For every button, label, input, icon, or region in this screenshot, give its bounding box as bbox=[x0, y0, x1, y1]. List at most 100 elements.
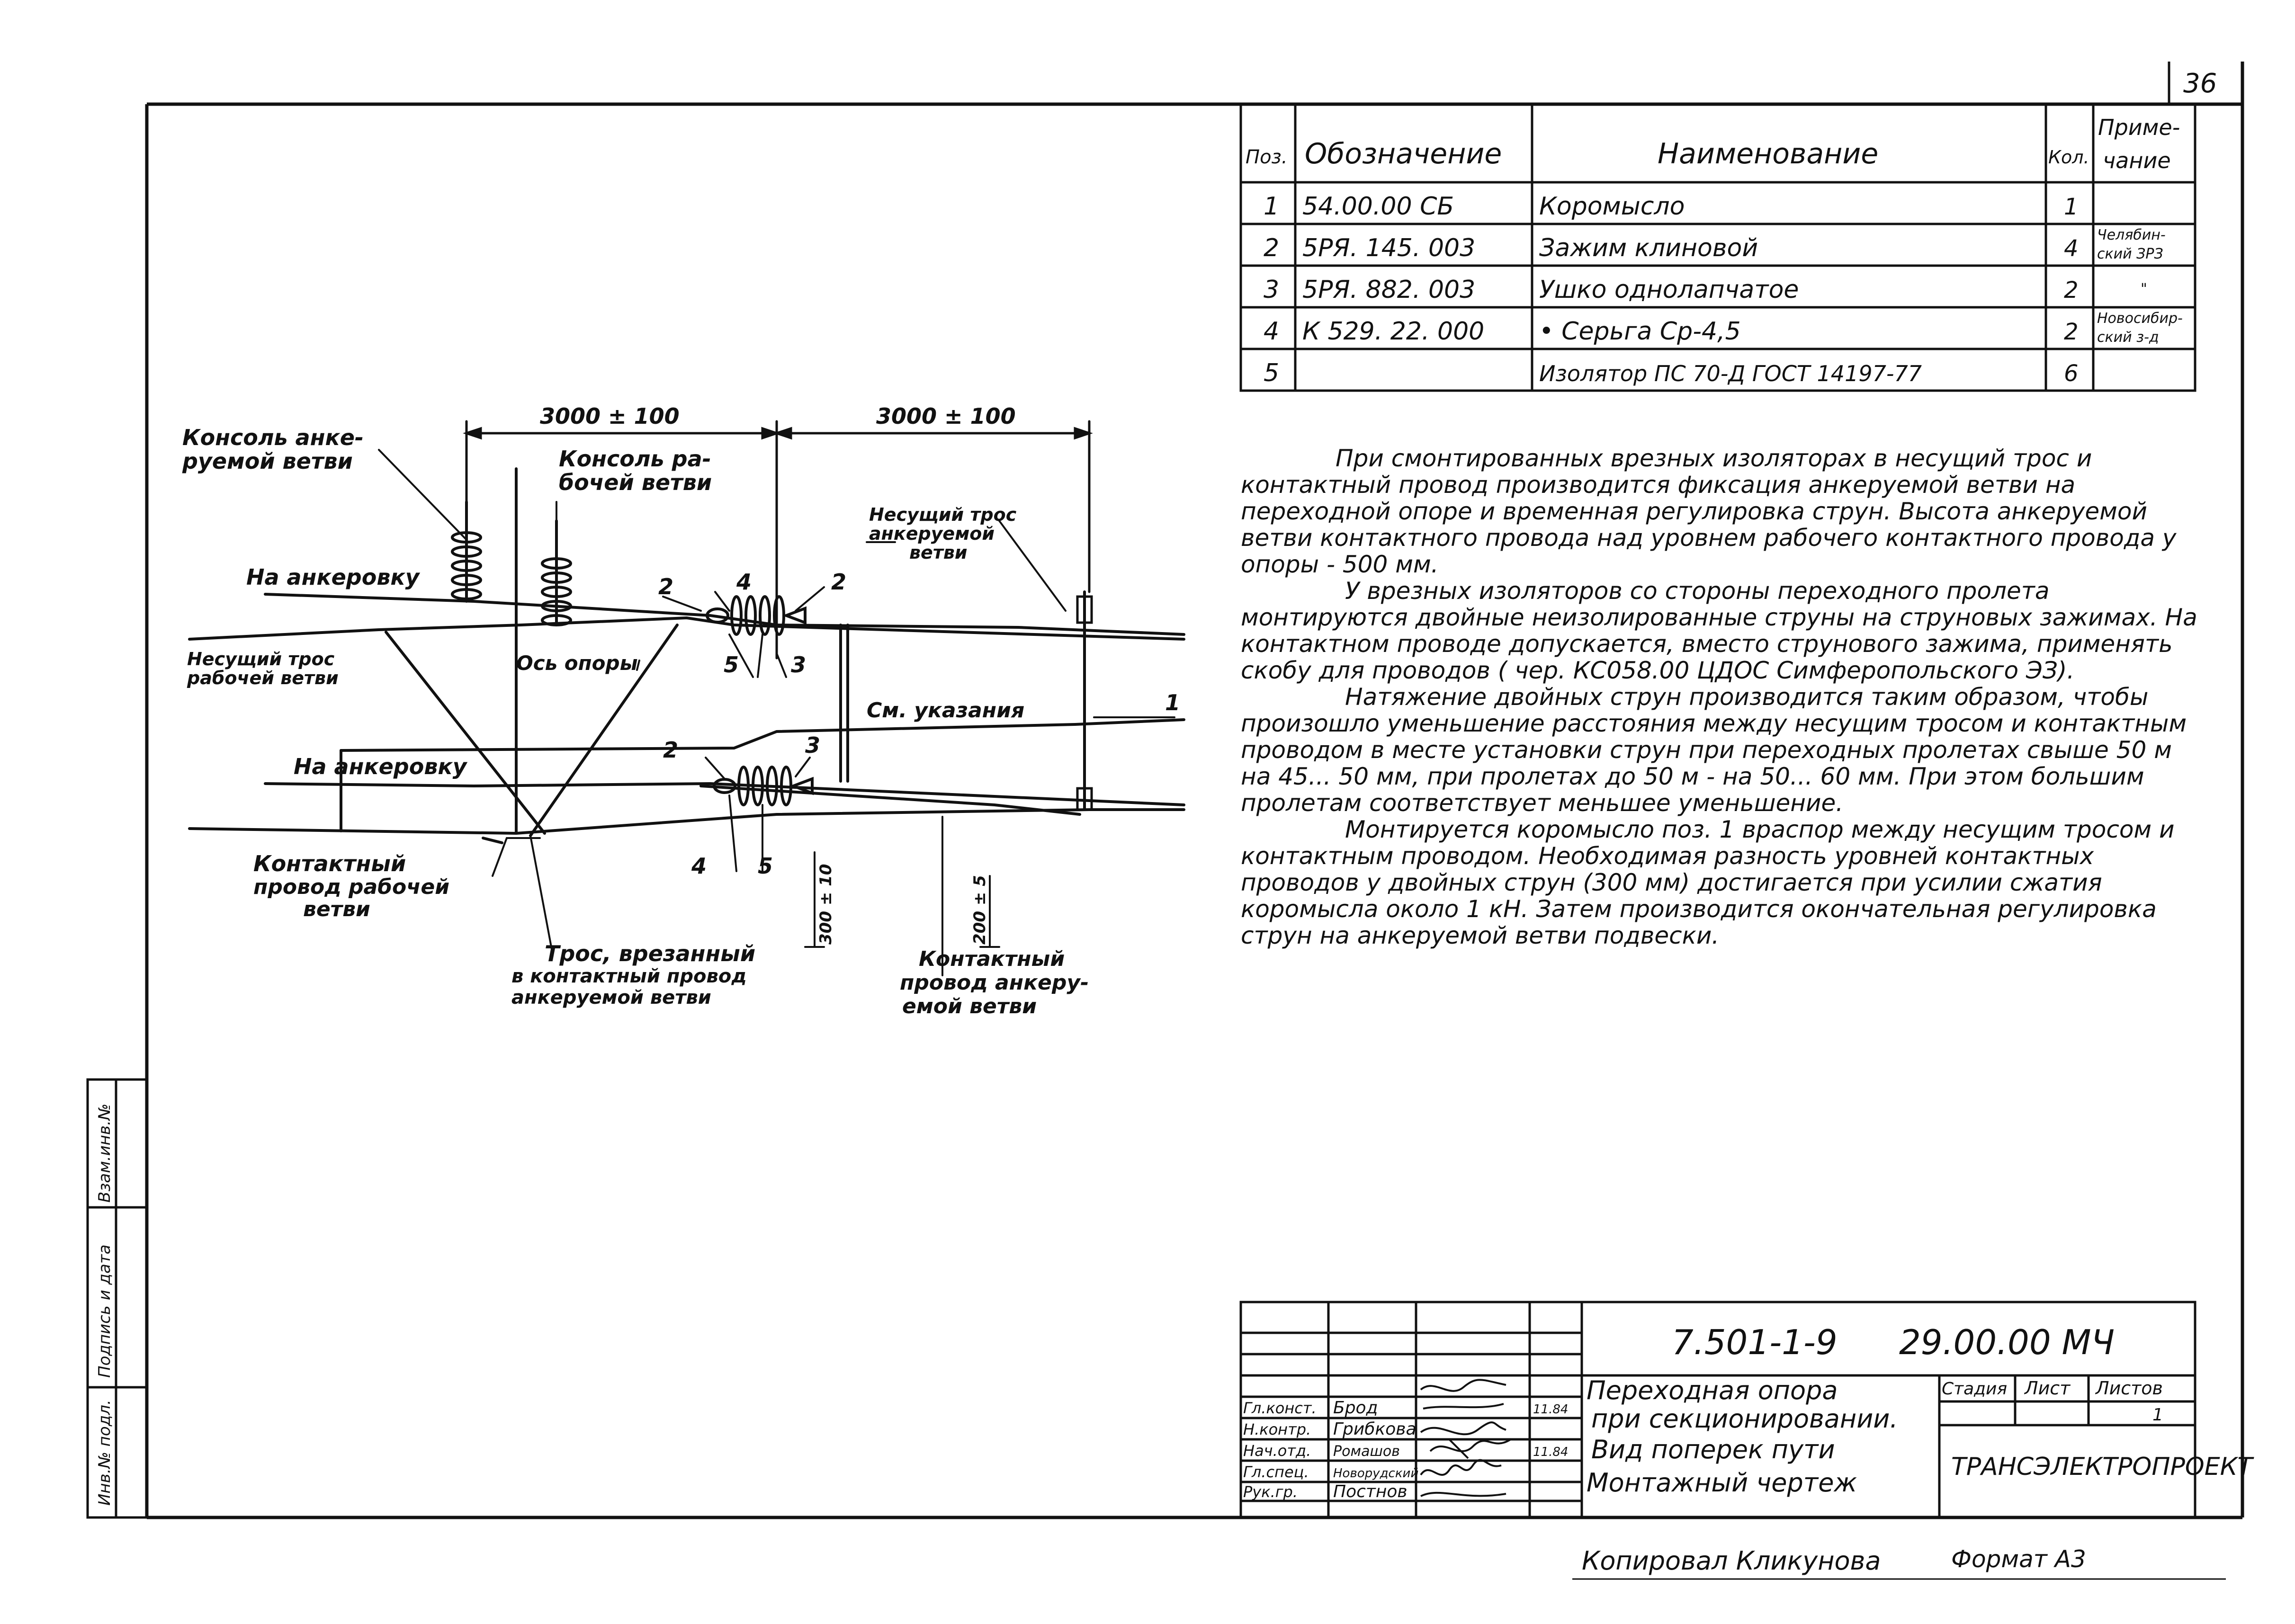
row-qty: 6 bbox=[2064, 360, 2079, 387]
label-to-anchor-top: На анкеровку bbox=[246, 564, 421, 590]
position-callout-2: 2 bbox=[658, 574, 673, 599]
row-name: • Серьга Ср-4,5 bbox=[1539, 317, 1741, 346]
installation-drawing bbox=[188, 420, 1185, 976]
spec-table-row: 2 5РЯ. 145. 003 Зажим клиновой 4 Челябин… bbox=[1264, 227, 2166, 262]
label-to-anchor-bottom: На анкеровку bbox=[294, 754, 468, 779]
dimension-label-left: 3000 ± 100 bbox=[540, 403, 680, 429]
signer-role: Рук.гр. bbox=[1243, 1483, 1298, 1501]
row-name: Коромысло bbox=[1539, 192, 1685, 221]
console-work-insulator bbox=[515, 467, 572, 835]
installation-notes: При смонтированных врезных изоляторах в … bbox=[1241, 445, 2197, 949]
vertical-dimensions bbox=[804, 851, 1000, 948]
spec-table-row: 1 54.00.00 СБ Коромысло 1 bbox=[1264, 192, 2079, 221]
signer-name: Грибкова bbox=[1333, 1419, 1416, 1439]
row-pos: 3 bbox=[1264, 276, 1279, 304]
signer-role: Н.контр. bbox=[1243, 1420, 1311, 1438]
spec-table-row: 3 5РЯ. 882. 003 Ушко однолапчатое 2 " bbox=[1264, 276, 2147, 304]
row-designation: 5РЯ. 882. 003 bbox=[1302, 276, 1475, 304]
side-stamp-cell-1: Инв.№ подл. bbox=[95, 1400, 114, 1506]
position-callout-2: 2 bbox=[663, 737, 678, 763]
row-designation: 54.00.00 СБ bbox=[1302, 192, 1454, 221]
label-carrier-work: рабочей ветви bbox=[187, 668, 339, 688]
stage-label: Стадия bbox=[1942, 1379, 2007, 1399]
signer-name: Новорудский bbox=[1333, 1466, 1418, 1481]
label-carrier-anchor: анкеруемой bbox=[869, 523, 995, 544]
dimension-vertical-300: 300 ± 10 bbox=[816, 864, 835, 945]
note-paragraph: Монтируется коромысло поз. 1 враспор меж… bbox=[1241, 816, 2175, 949]
label-carrier-anchor: ветви bbox=[909, 542, 968, 563]
header-pos: Поз. bbox=[1246, 146, 1288, 168]
row-name: Ушко однолапчатое bbox=[1539, 276, 1799, 304]
side-stamp-cell-3: Взам.инв.№ bbox=[95, 1104, 114, 1203]
signer-name: Ромашов bbox=[1333, 1443, 1400, 1460]
label-console-work: Консоль ра- bbox=[559, 446, 711, 472]
document-code: 7.501-1-9 bbox=[1672, 1322, 1838, 1362]
row-name: Зажим клиновой bbox=[1539, 234, 1758, 262]
header-qty: Кол. bbox=[2048, 147, 2089, 168]
row-note-2: ский з-д bbox=[2097, 329, 2159, 346]
row-designation: К 529. 22. 000 bbox=[1302, 317, 1484, 346]
row-note-2: ский ЗРЗ bbox=[2097, 246, 2163, 262]
signer-date: 11.84 bbox=[1533, 1402, 1568, 1417]
sheets-label: Листов bbox=[2095, 1378, 2163, 1399]
drawing-labels: 3000 ± 100 3000 ± 100 Консоль анке- руем… bbox=[182, 403, 1180, 1018]
position-callout-3: 3 bbox=[805, 732, 820, 758]
label-contact-anchor: Контактный bbox=[919, 947, 1065, 971]
title-block-grid bbox=[1239, 1301, 2196, 1519]
label-carrier-anchor: Несущий трос bbox=[869, 504, 1017, 525]
drawing-title-line-2: при секционировании. bbox=[1591, 1404, 1898, 1434]
copied-by: Копировал Кликунова bbox=[1582, 1546, 1881, 1576]
carrier-cables bbox=[188, 593, 1185, 752]
paper-format: Формат А3 bbox=[1951, 1545, 2086, 1573]
label-contact-work: провод рабочей bbox=[253, 875, 449, 899]
position-callout-5: 5 bbox=[724, 652, 739, 678]
note-paragraph: При смонтированных врезных изоляторах в … bbox=[1241, 445, 2177, 578]
label-cable-cut: в контактный провод bbox=[511, 965, 747, 987]
row-qty: 2 bbox=[2064, 277, 2079, 303]
side-stamp-cell-2: Подпись и дата bbox=[95, 1244, 114, 1378]
row-pos: 2 bbox=[1264, 234, 1279, 262]
label-console-anchor: руемой ветви bbox=[182, 448, 353, 474]
contact-wires bbox=[188, 782, 1185, 835]
note-paragraph: У врезных изоляторов со стороны переходн… bbox=[1241, 577, 2197, 684]
signer-name: Брод bbox=[1333, 1398, 1378, 1418]
position-callout-2: 2 bbox=[831, 569, 846, 595]
label-see-instructions: См. указания bbox=[867, 698, 1024, 723]
spec-table-row: 4 К 529. 22. 000 • Серьга Ср-4,5 2 Новос… bbox=[1264, 310, 2183, 346]
dimension-label-right: 3000 ± 100 bbox=[876, 403, 1016, 429]
signer-role: Нач.отд. bbox=[1243, 1442, 1311, 1460]
signer-name: Постнов bbox=[1333, 1482, 1407, 1501]
label-contact-work: Контактный bbox=[253, 851, 406, 876]
header-name: Наименование bbox=[1658, 137, 1878, 170]
drawing-title-line-4: Монтажный чертеж bbox=[1587, 1468, 1857, 1498]
console-anchor-insulator bbox=[451, 500, 482, 603]
yoke-clamp-bottom bbox=[1076, 787, 1093, 811]
leader-lines bbox=[378, 449, 1175, 976]
dimension-vertical-200: 200 ± 5 bbox=[970, 875, 989, 945]
title-block-signers: Гл.конст. Брод 11.84 Н.контр. Грибкова Н… bbox=[1243, 1398, 1568, 1501]
note-paragraph: Натяжение двойных струн производится так… bbox=[1241, 683, 2187, 817]
label-contact-anchor: провод анкеру- bbox=[900, 971, 1089, 995]
position-callout-4: 4 bbox=[691, 853, 707, 879]
position-callout-1: 1 bbox=[1165, 690, 1180, 715]
label-contact-anchor: емой ветви bbox=[902, 994, 1037, 1018]
position-callout-5: 5 bbox=[758, 853, 773, 879]
header-note-1: Приме- bbox=[2098, 115, 2180, 140]
row-qty: 2 bbox=[2064, 319, 2079, 345]
row-pos: 5 bbox=[1264, 359, 1279, 387]
spec-table-header: Поз. Обозначение Наименование Кол. Приме… bbox=[1246, 115, 2180, 173]
sheet-label: Лист bbox=[2024, 1378, 2071, 1399]
yoke-clamp-top bbox=[1076, 595, 1093, 624]
row-qty: 1 bbox=[2064, 194, 2079, 220]
row-designation: 5РЯ. 145. 003 bbox=[1302, 234, 1475, 262]
row-pos: 4 bbox=[1264, 317, 1279, 346]
spec-table-row: 5 Изолятор ПС 70-Д ГОСТ 14197-77 6 bbox=[1264, 359, 2079, 387]
row-pos: 1 bbox=[1264, 192, 1279, 221]
label-cable-cut: анкеруемой ветви bbox=[511, 987, 711, 1008]
signer-date: 11.84 bbox=[1533, 1445, 1568, 1459]
organization-name: ТРАНСЭЛЕКТРОПРОЕКТ bbox=[1951, 1453, 2255, 1481]
droppers bbox=[340, 590, 1086, 844]
drawing-title-line-1: Переходная опора bbox=[1587, 1375, 1838, 1405]
label-contact-work: ветви bbox=[303, 897, 370, 921]
